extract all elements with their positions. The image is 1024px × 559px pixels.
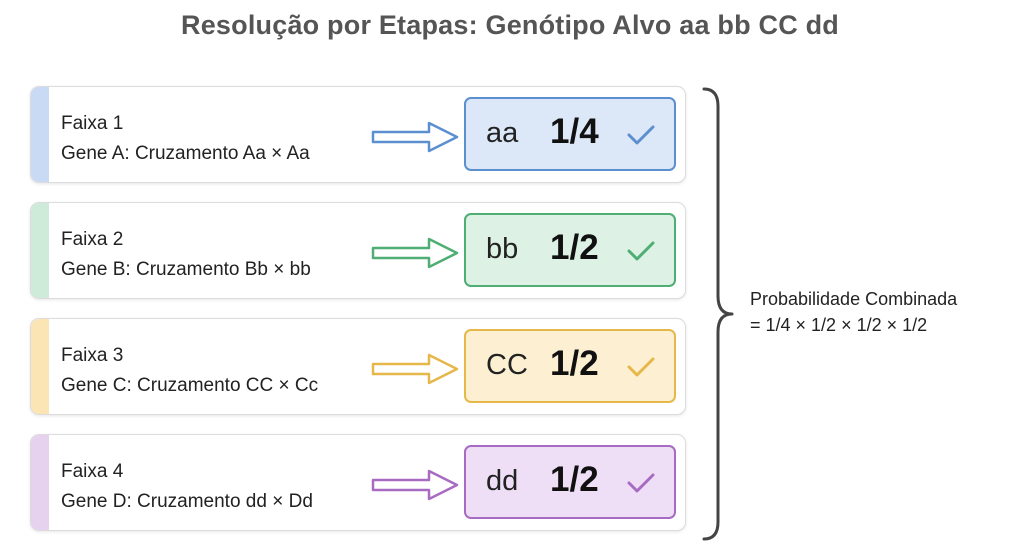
result-box: dd 1/2 bbox=[464, 445, 676, 519]
lane-accent-bar bbox=[31, 319, 49, 414]
lane-cross: Gene D: Cruzamento dd × Dd bbox=[61, 491, 313, 512]
lane-accent-bar bbox=[31, 87, 49, 182]
genotype-label: bb bbox=[486, 233, 519, 265]
lane-cross: Gene A: Cruzamento Aa × Aa bbox=[61, 143, 310, 164]
result-box: aa 1/4 bbox=[464, 97, 676, 171]
lane-cross: Gene B: Cruzamento Bb × bb bbox=[61, 259, 311, 280]
lane-label: Faixa 3 bbox=[61, 345, 124, 366]
genotype-label: dd bbox=[486, 465, 519, 497]
lane-label: Faixa 1 bbox=[61, 113, 124, 134]
right-arrow-icon bbox=[371, 237, 459, 269]
lane-accent-bar bbox=[31, 435, 49, 530]
checkmark-icon bbox=[627, 241, 655, 261]
probability-value: 1/2 bbox=[550, 344, 599, 383]
lane-2: Faixa 2 Gene B: Cruzamento Bb × bb bb 1/… bbox=[30, 202, 686, 299]
result-box: bb 1/2 bbox=[464, 213, 676, 287]
diagram-title: Resolução por Etapas: Genótipo Alvo aa b… bbox=[181, 10, 839, 40]
right-arrow-icon bbox=[371, 469, 459, 501]
lane-label: Faixa 2 bbox=[61, 229, 124, 250]
lane-accent-bar bbox=[31, 203, 49, 298]
lane-1: Faixa 1 Gene A: Cruzamento Aa × Aa aa 1/… bbox=[30, 86, 686, 183]
lane-cross: Gene C: Cruzamento CC × Cc bbox=[61, 375, 319, 396]
combined-formula: = 1/4 × 1/2 × 1/2 × 1/2 bbox=[750, 315, 928, 335]
probability-value: 1/4 bbox=[550, 112, 599, 151]
probability-value: 1/2 bbox=[550, 460, 599, 499]
checkmark-icon bbox=[627, 357, 655, 377]
right-arrow-icon bbox=[371, 121, 459, 153]
combined-probability: Probabilidade Combinada = 1/4 × 1/2 × 1/… bbox=[750, 286, 957, 338]
right-arrow-icon bbox=[371, 353, 459, 385]
probability-value: 1/2 bbox=[550, 228, 599, 267]
lane-4: Faixa 4 Gene D: Cruzamento dd × Dd dd 1/… bbox=[30, 434, 686, 531]
checkmark-icon bbox=[627, 125, 655, 145]
lane-label: Faixa 4 bbox=[61, 461, 124, 482]
genotype-label: CC bbox=[486, 349, 528, 381]
lane-3: Faixa 3 Gene C: Cruzamento CC × Cc CC 1/… bbox=[30, 318, 686, 415]
curly-brace-icon bbox=[702, 87, 734, 541]
checkmark-icon bbox=[627, 473, 655, 493]
genotype-label: aa bbox=[486, 117, 519, 149]
result-box: CC 1/2 bbox=[464, 329, 676, 403]
combined-label: Probabilidade Combinada bbox=[750, 289, 958, 309]
